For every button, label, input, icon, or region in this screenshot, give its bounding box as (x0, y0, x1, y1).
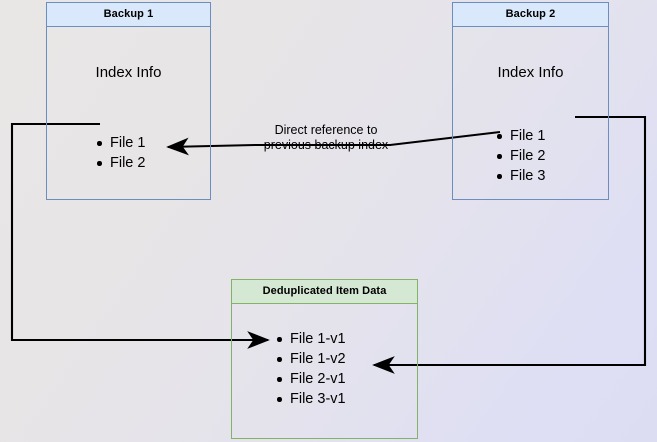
backup-1-file-list: File 1 File 2 (95, 133, 145, 173)
list-item: File 2-v1 (275, 369, 346, 389)
node-deduplicated-item-data[interactable]: Deduplicated Item Data File 1-v1 File 1-… (231, 279, 418, 439)
node-backup-2-body: Index Info File 1 File 2 File 3 (453, 27, 608, 199)
node-backup-1-header: Backup 1 (47, 3, 210, 27)
node-backup-1-body: Index Info File 1 File 2 (47, 27, 210, 199)
node-backup-2-header: Backup 2 (453, 3, 608, 27)
list-item: File 2 (495, 146, 545, 166)
list-item: File 1-v1 (275, 329, 346, 349)
list-item: File 1 (95, 133, 145, 153)
edge-label-line-2: previous backup index (263, 138, 389, 152)
backup-2-index-info-label: Index Info (497, 64, 564, 81)
edge-label-direct-reference: Direct reference to previous backup inde… (246, 123, 406, 153)
list-item: File 1 (495, 126, 545, 146)
node-backup-1[interactable]: Backup 1 Index Info File 1 File 2 (46, 2, 211, 200)
node-backup-2[interactable]: Backup 2 Index Info File 1 File 2 File 3 (452, 2, 609, 200)
backup-2-file-list: File 1 File 2 File 3 (495, 126, 545, 186)
node-dedup-body: File 1-v1 File 1-v2 File 2-v1 File 3-v1 (232, 304, 417, 438)
list-item: File 1-v2 (275, 349, 346, 369)
list-item: File 3 (495, 166, 545, 186)
list-item: File 2 (95, 153, 145, 173)
dedup-file-list: File 1-v1 File 1-v2 File 2-v1 File 3-v1 (275, 329, 346, 409)
node-dedup-header: Deduplicated Item Data (232, 280, 417, 304)
list-item: File 3-v1 (275, 389, 346, 409)
backup-1-index-info-label: Index Info (95, 64, 162, 81)
edge-label-line-1: Direct reference to (274, 123, 378, 137)
